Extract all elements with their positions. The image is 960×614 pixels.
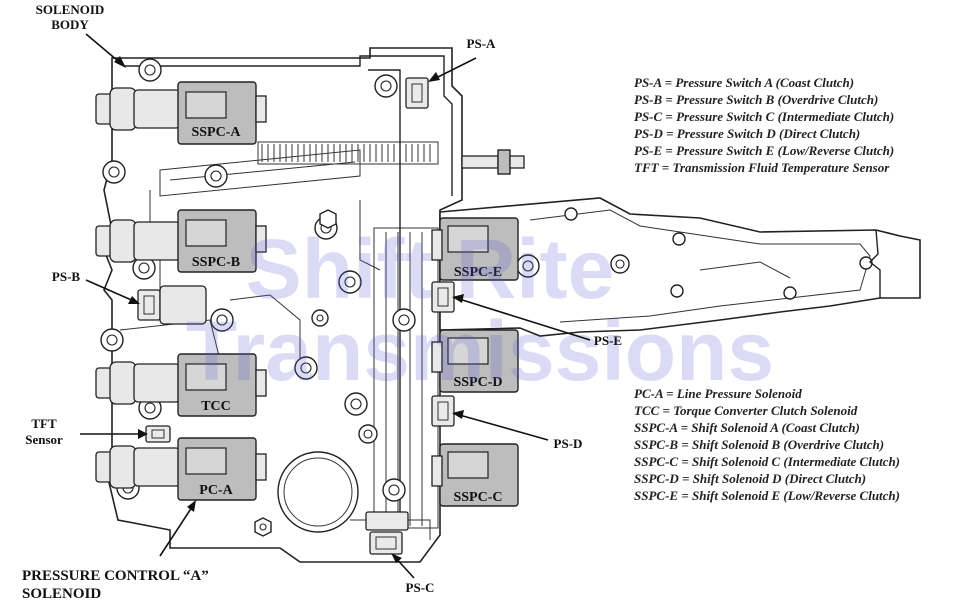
watermark: Shift Rite Transmissions [186,222,774,398]
label-ps-c: PS-C [406,580,435,595]
legend-top: PS-A = Pressure Switch A (Coast Clutch) … [634,75,894,175]
label-ps-e: PS-E [594,333,622,348]
label-ps-d: PS-D [554,436,583,451]
sspc-a-label: SSPC-A [191,125,241,140]
pressure-switch-a [405,77,429,109]
label-pressure-control-2: SOLENOID [22,586,101,602]
sspc-c-label: SSPC-C [453,490,502,505]
legend-line: TFT = Transmission Fluid Temperature Sen… [634,160,890,175]
sspc-b-label: SSPC-B [192,255,240,270]
pressure-switch-b [137,285,207,325]
label-solenoid-body-1: SOLENOID [36,2,105,17]
sspc-e-label: SSPC-E [454,265,502,280]
pressure-switch-c [365,511,409,555]
legend-bottom: PC-A = Line Pressure Solenoid TCC = Torq… [634,386,900,503]
label-pressure-control-1: PRESSURE CONTROL “A” [22,568,209,584]
solenoid-sspc-e: SSPC-E [431,217,519,281]
callout-labels: SOLENOID BODY PS-A PS-B PS-E PS-D TFT Se… [22,2,622,602]
legend-line: TCC = Torque Converter Clutch Solenoid [634,403,858,418]
legend-line: PS-C = Pressure Switch C (Intermediate C… [634,109,894,124]
legend-line: PS-A = Pressure Switch A (Coast Clutch) [634,75,854,90]
solenoid-pc-a: PC-A [95,437,267,501]
legend-line: SSPC-E = Shift Solenoid E (Low/Reverse C… [634,488,900,503]
accumulator-housing [277,451,359,533]
label-ps-a: PS-A [467,36,497,51]
solenoid-sspc-a: SSPC-A [95,81,267,145]
solenoid-tcc: TCC [95,353,267,417]
tcc-label: TCC [201,399,231,414]
right-arm-bracket [439,197,921,337]
watermark-line-1: Shift Rite [246,222,615,316]
adjuster-bolt [461,149,525,175]
legend-line: SSPC-A = Shift Solenoid A (Coast Clutch) [634,420,860,435]
legend-line: PC-A = Line Pressure Solenoid [634,386,802,401]
label-tft-2: Sensor [25,432,63,447]
ribbed-channel [257,141,439,165]
solenoid-sspc-d: SSPC-D [431,329,519,393]
sspc-d-label: SSPC-D [453,375,502,390]
pc-a-label: PC-A [199,483,233,498]
callout-arrows [80,33,591,579]
pressure-switch-d [431,395,455,427]
mounting-bolts [100,58,540,537]
watermark-line-2: Transmissions [186,304,774,398]
label-ps-b: PS-B [52,269,81,284]
legend-line: SSPC-D = Shift Solenoid D (Direct Clutch… [634,471,866,486]
legend-line: SSPC-C = Shift Solenoid C (Intermediate … [634,454,900,469]
legend-line: SSPC-B = Shift Solenoid B (Overdrive Clu… [634,437,884,452]
tft-sensor [145,425,171,443]
legend-line: PS-B = Pressure Switch B (Overdrive Clut… [634,92,878,107]
legend-line: PS-D = Pressure Switch D (Direct Clutch) [634,126,860,141]
label-tft-1: TFT [31,416,57,431]
solenoid-sspc-c: SSPC-C [431,443,519,507]
label-solenoid-body-2: BODY [51,17,89,32]
solenoid-sspc-b: SSPC-B [95,209,267,273]
legend-line: PS-E = Pressure Switch E (Low/Reverse Cl… [634,143,894,158]
